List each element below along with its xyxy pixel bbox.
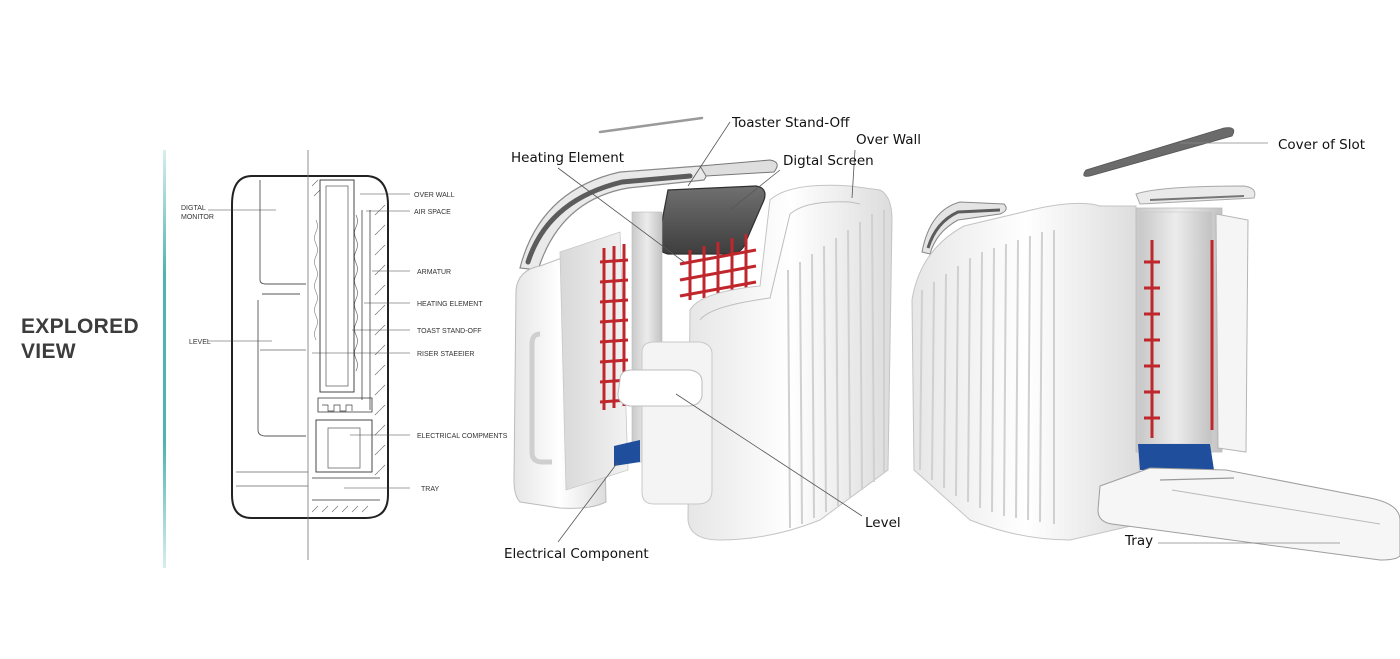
label-sketch-electrical: ELECTRICAL COMPMENTS — [417, 433, 508, 440]
label-toaster-stand-off: Toaster Stand-Off — [731, 115, 850, 131]
label-sketch-heating-element: HEATING ELEMENT — [417, 301, 483, 308]
section-render-front: Toaster Stand-Off Over Wall Heating Elem… — [504, 115, 921, 562]
label-sketch-level: LEVEL — [189, 339, 211, 346]
label-over-wall: Over Wall — [856, 132, 921, 148]
label-sketch-toast-stand-off: TOAST STAND-OFF — [417, 328, 482, 335]
back-base-plate — [1138, 444, 1214, 470]
teal-divider — [163, 150, 166, 568]
slot-cover — [1083, 127, 1235, 177]
base-plate — [614, 440, 640, 466]
back-heating-grid — [1144, 240, 1214, 438]
tray — [1097, 467, 1400, 561]
label-sketch-monitor: MONITOR — [181, 214, 214, 221]
level-plate — [641, 341, 713, 505]
label-heating-element: Heating Element — [511, 150, 624, 166]
label-tray: Tray — [1124, 533, 1153, 549]
stand-off-bar — [598, 116, 704, 134]
label-sketch-over-wall: OVER WALL — [414, 192, 455, 199]
label-sketch-air-space: AIR SPACE — [414, 209, 451, 216]
label-sketch-riser: RISER STAEEIER — [417, 351, 474, 358]
explored-view-title: EXPLORED VIEW — [21, 314, 139, 364]
label-digtal-screen: Digtal Screen — [783, 153, 874, 169]
digital-screen — [657, 185, 766, 255]
heating-grid-left — [599, 244, 629, 410]
level-knob — [617, 369, 703, 407]
label-sketch-tray: TRAY — [421, 486, 439, 493]
title-line-1: EXPLORED — [21, 315, 139, 338]
over-wall-body — [687, 184, 893, 541]
title-line-2: VIEW — [21, 340, 76, 363]
label-level: Level — [865, 515, 901, 531]
back-wall-ribs — [919, 230, 1055, 524]
sketch-outline — [231, 175, 389, 519]
wall-ribs — [787, 210, 885, 529]
label-electrical-component: Electrical Component — [504, 546, 649, 562]
label-sketch-armatur: ARMATUR — [417, 269, 451, 276]
label-cover-of-slot: Cover of Slot — [1278, 137, 1365, 153]
label-sketch-digtal: DIGTAL — [181, 205, 206, 212]
section-render-back: Cover of Slot — [911, 127, 1400, 561]
section-sketch: DIGTAL MONITOR LEVEL OVER WALL AIR SPACE… — [181, 150, 508, 560]
